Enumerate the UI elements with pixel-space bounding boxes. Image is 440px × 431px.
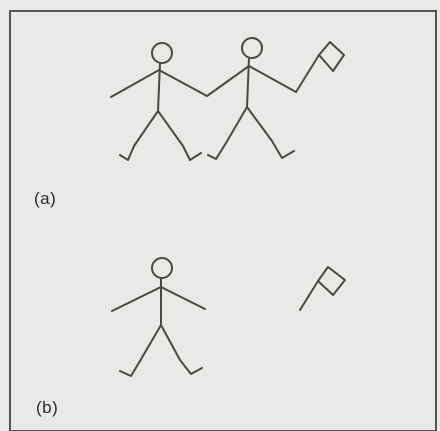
- left-arm: [111, 70, 159, 97]
- flag-cloth: [319, 42, 344, 71]
- flag-cloth: [318, 267, 345, 295]
- right-arm: [159, 70, 207, 96]
- figure-border: [10, 11, 436, 431]
- stick-figure-right: [207, 38, 296, 159]
- flag: [300, 267, 345, 310]
- left-leg: [120, 111, 158, 160]
- right-arm: [161, 287, 205, 309]
- left-leg: [208, 107, 247, 159]
- flag-pole: [296, 55, 319, 92]
- right-arm: [249, 66, 296, 92]
- head: [152, 43, 172, 63]
- panel-a: [111, 38, 344, 160]
- stick-figure-left: [111, 43, 207, 160]
- flag: [296, 42, 344, 92]
- right-leg: [161, 325, 202, 374]
- panel-b: [112, 258, 345, 376]
- panel-label-a: (a): [34, 189, 56, 209]
- right-leg: [247, 107, 294, 158]
- left-leg: [120, 325, 161, 376]
- flag-pole: [300, 281, 318, 310]
- panel-label-b: (b): [36, 398, 58, 418]
- head: [152, 258, 172, 278]
- stick-figure-single: [112, 258, 205, 376]
- head: [242, 38, 262, 58]
- left-arm: [207, 66, 249, 96]
- right-leg: [158, 111, 201, 160]
- left-arm: [112, 287, 161, 311]
